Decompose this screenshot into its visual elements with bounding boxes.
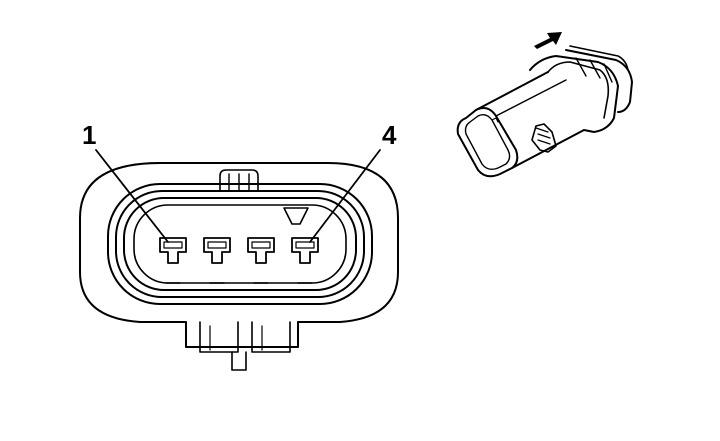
- top-latch: [219, 169, 259, 191]
- body-key: [491, 117, 499, 123]
- rear-collar-inner: [547, 61, 610, 119]
- bottom-tab-right: [251, 321, 291, 353]
- latch-rib: [535, 127, 549, 133]
- pin-cavity-4: [291, 237, 319, 264]
- body-shoulder: [495, 79, 567, 117]
- latch-rib: [537, 139, 551, 145]
- pin-label-1: 1: [82, 120, 96, 150]
- bottom-peg: [231, 351, 247, 371]
- latch-rib: [537, 133, 551, 139]
- leader-line-pin-1: [95, 149, 169, 243]
- seal-ring-inner: [123, 197, 357, 291]
- rear-plate-top: [569, 45, 629, 71]
- connector-face-view: 1 4: [79, 120, 399, 371]
- body-top-edge: [475, 71, 549, 111]
- seal-ring-outer: [107, 183, 373, 305]
- bottom-tab-left: [199, 321, 239, 353]
- pin-cavity-3: [247, 237, 275, 264]
- rear-rib: [603, 63, 613, 83]
- connector-front-face: [456, 107, 519, 178]
- leader-line-pin-4: [309, 149, 381, 243]
- housing-outer-outline: [79, 162, 399, 348]
- arrow-icon: [534, 32, 562, 49]
- seal-ring-middle: [115, 190, 365, 298]
- pin-cavity-1: [159, 237, 187, 264]
- rear-plate: [565, 49, 633, 113]
- side-latch: [531, 123, 557, 153]
- pin-cavity-2: [203, 237, 231, 264]
- rear-rib: [575, 57, 587, 77]
- body-bottom-edge: [511, 129, 585, 169]
- connector-front-inner: [464, 113, 511, 171]
- cavity-insert: [133, 204, 347, 284]
- rear-rib: [589, 59, 601, 79]
- pin-label-4: 4: [382, 120, 397, 150]
- connector-3d-view: [456, 32, 633, 178]
- rear-collar: [529, 55, 619, 133]
- keying-notch: [283, 207, 309, 225]
